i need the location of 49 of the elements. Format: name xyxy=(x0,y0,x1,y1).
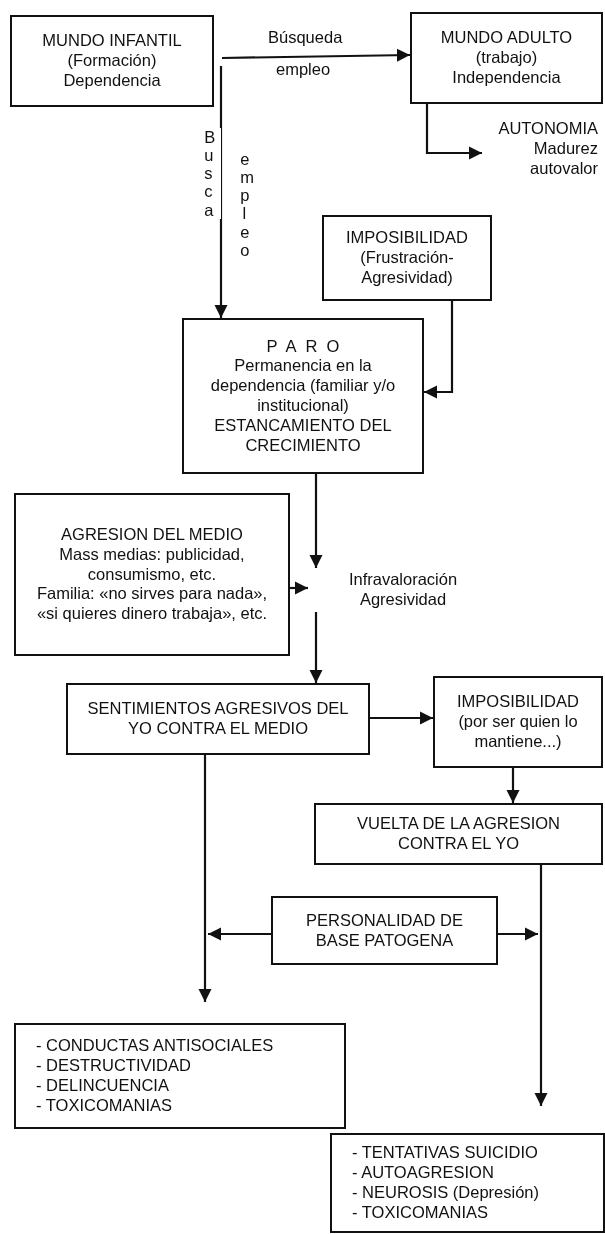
outcome-list-box xyxy=(14,1023,346,1129)
arrow xyxy=(498,927,538,941)
outcome-list-box xyxy=(330,1133,605,1233)
arrow xyxy=(424,301,454,399)
arrow xyxy=(222,48,410,62)
node-text: PERSONALIDAD DE BASE PATOGENA xyxy=(305,910,464,951)
node-text: - DESTRUCTIVIDAD xyxy=(36,1056,191,1076)
node-text: PARO xyxy=(266,336,349,357)
process-box xyxy=(322,215,492,301)
node-text: VUELTA DE LA AGRESION CONTRA EL YO xyxy=(356,814,561,854)
process-box xyxy=(66,683,370,755)
node-text: - DELINCUENCIA xyxy=(36,1076,169,1096)
node-text: ESTANCAMIENTO DEL CRECIMIENTO xyxy=(213,415,393,456)
node-text: MUNDO INFANTIL (Formación) Dependencia xyxy=(41,31,183,91)
node-text: Mass medias: publicidad, consumismo, etc. xyxy=(58,544,246,585)
node-text: - TOXICOMANIAS xyxy=(36,1095,172,1116)
arrow xyxy=(208,927,271,941)
process-box xyxy=(10,15,214,107)
node-text: SENTIMIENTOS AGRESIVOS DEL YO CONTRA EL MEDIO xyxy=(86,699,350,739)
arrow xyxy=(534,865,548,1106)
node-text: - CONDUCTAS ANTISOCIALES xyxy=(36,1036,274,1057)
process-box xyxy=(433,676,603,768)
edge-label: empleo xyxy=(276,60,331,80)
node-text: - TENTATIVAS SUICIDIO xyxy=(352,1143,538,1164)
node-text: MUNDO ADULTO (trabajo) Independencia xyxy=(439,28,574,88)
arrow xyxy=(370,711,433,725)
node-text: - TOXICOMANIAS xyxy=(352,1202,488,1223)
node-text: IMPOSIBILIDAD (Frustración-Agresividad) xyxy=(345,228,469,288)
arrow xyxy=(309,474,323,568)
node-text: IMPOSIBILIDAD (por ser quien lo mantiene...) xyxy=(456,692,580,752)
node-text: - AUTOAGRESION xyxy=(352,1163,494,1183)
process-box xyxy=(14,493,290,656)
edge-label: Búsqueda xyxy=(268,28,343,48)
process-box xyxy=(182,318,424,474)
arrow xyxy=(214,66,228,318)
node-text: Infravaloración Agresividad xyxy=(347,570,459,610)
process-box xyxy=(410,12,603,104)
process-box xyxy=(271,896,498,965)
arrow xyxy=(198,755,212,1002)
arrow xyxy=(506,768,520,803)
node-text: Familia: «no sirves para nada», «si quieres dinero trabaja», etc. xyxy=(35,584,269,624)
node-text: AUTONOMIA Madurez autovalor xyxy=(497,119,598,179)
arrow xyxy=(290,581,308,595)
node-text: Permanencia en la dependencia (familiar y/o institucional) xyxy=(209,356,397,416)
arrow xyxy=(425,104,482,160)
arrow xyxy=(309,612,323,683)
node-text: - NEUROSIS (Depresión) xyxy=(352,1183,540,1203)
node-text: AGRESION DEL MEDIO xyxy=(61,525,243,545)
process-box xyxy=(314,803,603,865)
